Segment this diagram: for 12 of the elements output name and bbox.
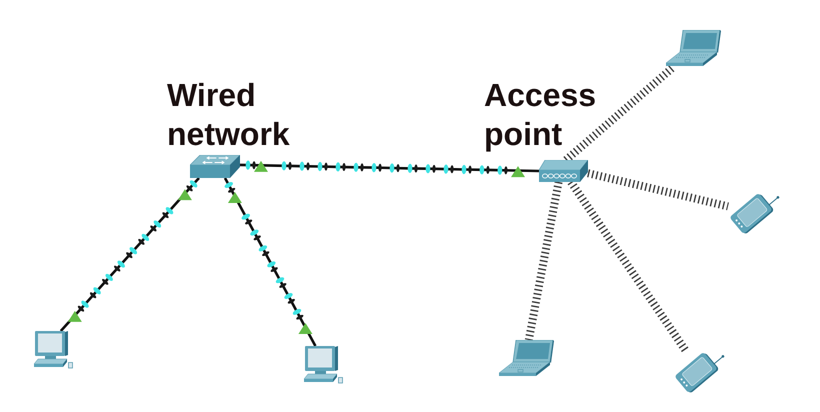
wireless-link [524,181,563,341]
network-cable [224,177,317,347]
wireless-link [568,180,690,354]
access-point-icon [539,160,588,182]
laptop-icon [665,30,721,67]
network-switch-icon [190,155,240,178]
wireless-link [587,169,729,210]
device-label: Access point [484,76,596,154]
device-label: Wired network [167,76,290,154]
network-cable [240,160,540,178]
network-cable [60,177,200,332]
laptop-icon [498,340,554,377]
